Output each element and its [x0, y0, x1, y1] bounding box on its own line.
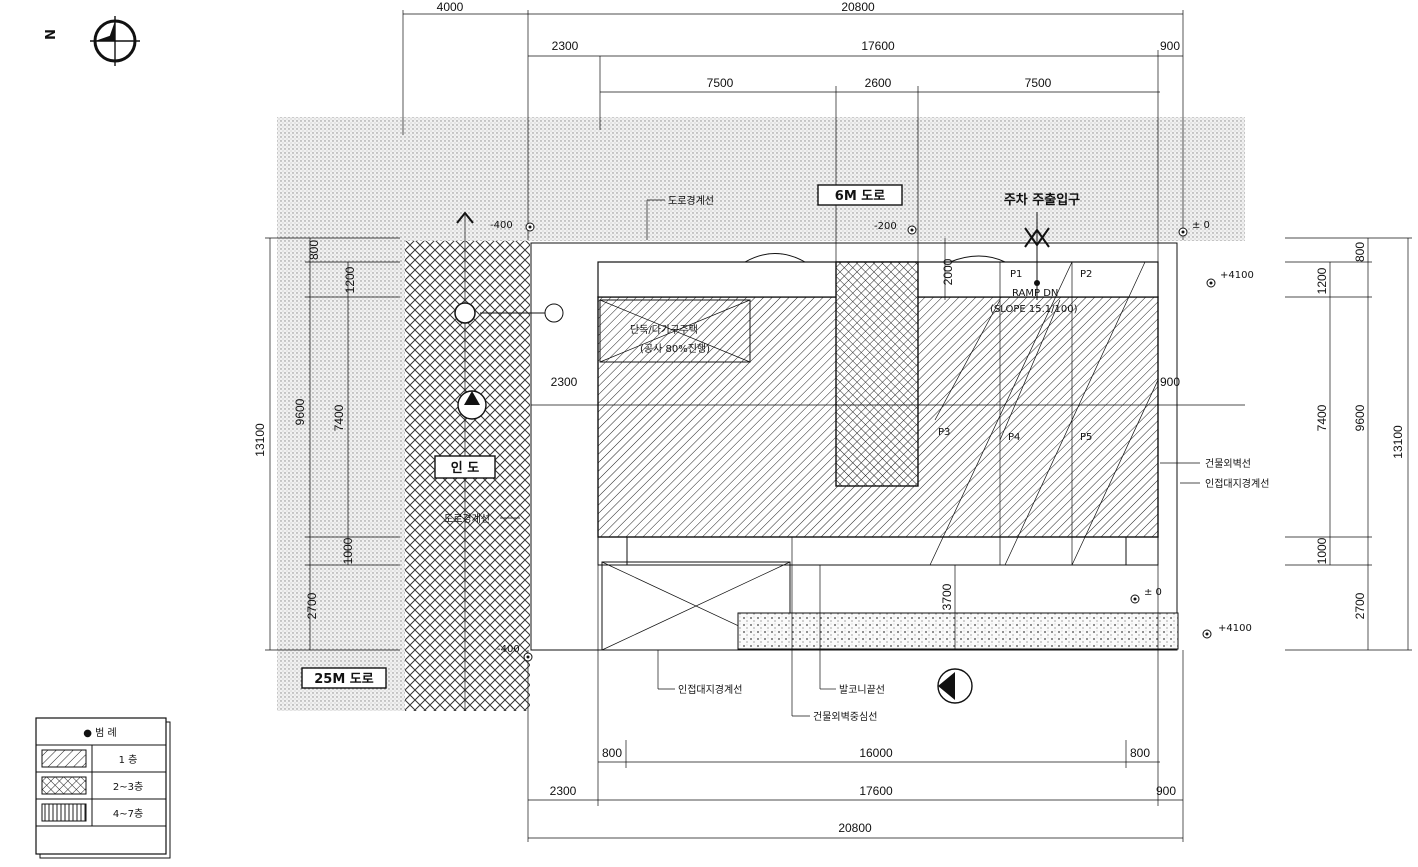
dim-bot-800b: 800 [1130, 746, 1150, 760]
road-25m-area [277, 241, 405, 711]
label-p2: P2 [1080, 269, 1092, 280]
dim-right-7400: 7400 [1315, 404, 1329, 431]
label-adjacent-boundary-bottom: 인접대지경계선 [678, 683, 742, 696]
label-road-6m: 6M 도로 [835, 189, 885, 204]
dims-top [402, 10, 1184, 262]
level-marker-icons [523, 222, 1216, 662]
road-25m-box [301, 667, 387, 689]
label-hatch-note-2: (공사 80%진행) [640, 343, 710, 355]
dim-top-2600: 2600 [865, 76, 892, 90]
legend-swatch-4-7f [41, 803, 87, 822]
dim-top-7500a: 7500 [707, 76, 734, 90]
top-curve [744, 253, 806, 263]
label-parking-entrance: 주차 주출입구 [1004, 192, 1080, 208]
road-6m-area [277, 117, 1245, 241]
legend-swatch-1f [41, 749, 87, 768]
dim-inner-2300: 2300 [551, 375, 578, 389]
level-tr: ± 0 [1192, 220, 1210, 231]
dim-right-9600: 9600 [1353, 404, 1367, 431]
dim-top-2300: 2300 [552, 39, 579, 53]
legend-swatch-2-3f [41, 776, 87, 795]
road-6m-box [817, 184, 903, 206]
dim-left-13100: 13100 [253, 423, 267, 457]
hatch-note-x [599, 299, 751, 363]
level-br: ± 0 [1144, 587, 1162, 598]
dim-left-1200: 1200 [343, 266, 357, 293]
dim-right-800: 800 [1353, 242, 1367, 262]
hatch-note-box [599, 299, 751, 363]
legend [35, 717, 171, 859]
dim-inner-3700: 3700 [940, 583, 954, 610]
label-road-boundary-top: 도로경계선 [668, 194, 714, 207]
label-sidewalk: 인 도 [451, 460, 479, 476]
level-r2: +4100 [1218, 623, 1252, 634]
label-adjacent-boundary-right: 인접대지경계선 [1205, 477, 1269, 490]
dim-top-20800: 20800 [841, 0, 875, 14]
label-slope: (SLOPE 15.1/100) [990, 304, 1078, 315]
dim-left-9600: 9600 [293, 398, 307, 425]
dim-bot-17600: 17600 [859, 784, 893, 798]
legend-row-1f: 1 층 [119, 754, 138, 766]
building-base [597, 536, 1159, 566]
dim-bot-20800: 20800 [838, 821, 872, 835]
site-boundary [530, 242, 1178, 651]
dims-right [1285, 237, 1412, 651]
top-curve-2 [949, 255, 1006, 263]
dim-left-7400: 7400 [332, 404, 346, 431]
label-road-boundary-left: 도로경계선 [444, 512, 490, 525]
dim-right-2700: 2700 [1353, 592, 1367, 619]
level-r1: +4100 [1220, 270, 1254, 281]
dim-bot-2300: 2300 [550, 784, 577, 798]
label-p1: P1 [1010, 269, 1022, 280]
dim-left-1000: 1000 [341, 537, 355, 564]
label-p3: P3 [938, 427, 950, 438]
dim-top-900: 900 [1160, 39, 1180, 53]
north-label: N [41, 29, 56, 40]
building-core [835, 261, 919, 487]
entrance-arrow-icon [1024, 212, 1050, 300]
legend-row-2-3f: 2~3층 [113, 781, 143, 793]
dim-top-4000: 4000 [437, 0, 464, 14]
label-p4: P4 [1008, 432, 1020, 443]
label-road-25m: 25M 도로 [314, 672, 374, 687]
label-ramp: RAMP DN [1012, 288, 1058, 299]
level-tm: -200 [874, 221, 897, 232]
legend-title: ● 범 례 [83, 727, 116, 739]
parking-lines-2 [934, 299, 1061, 441]
section-marker-icon [454, 302, 973, 704]
axis-arrow-icon [456, 211, 474, 224]
lower-box [601, 561, 791, 651]
legend-row-4-7f: 4~7층 [113, 808, 143, 820]
label-wall-center: 건물외벽중심선 [813, 711, 877, 723]
north-arrow-icon [90, 16, 140, 66]
dim-bot-900: 900 [1156, 784, 1176, 798]
dim-inner-2000: 2000 [941, 258, 955, 285]
dim-right-1000: 1000 [1315, 537, 1329, 564]
dim-inner-900: 900 [1160, 375, 1180, 389]
parking-lines [929, 261, 1159, 566]
level-tl: -400 [490, 220, 513, 231]
dim-left-800: 800 [307, 240, 321, 260]
dim-right-1200: 1200 [1315, 267, 1329, 294]
dim-right-13100: 13100 [1391, 425, 1405, 459]
dims-bottom [527, 565, 1184, 842]
label-balcony: 발코니끝선 [839, 684, 885, 696]
dim-bot-800a: 800 [602, 746, 622, 760]
dim-top-17600: 17600 [861, 39, 895, 53]
sidewalk-box [434, 455, 496, 479]
label-hatch-note-1: 단독/다가구주택 [630, 324, 698, 336]
dim-left-2700: 2700 [305, 592, 319, 619]
dim-bot-16000: 16000 [859, 746, 893, 760]
dims-left [265, 237, 400, 651]
leader-lines [500, 199, 1200, 717]
label-building-wall: 건물외벽선 [1205, 458, 1251, 470]
landscape-strip [737, 612, 1179, 650]
level-bl: -400 [497, 644, 520, 655]
label-p5: P5 [1080, 432, 1092, 443]
dim-top-7500b: 7500 [1025, 76, 1052, 90]
